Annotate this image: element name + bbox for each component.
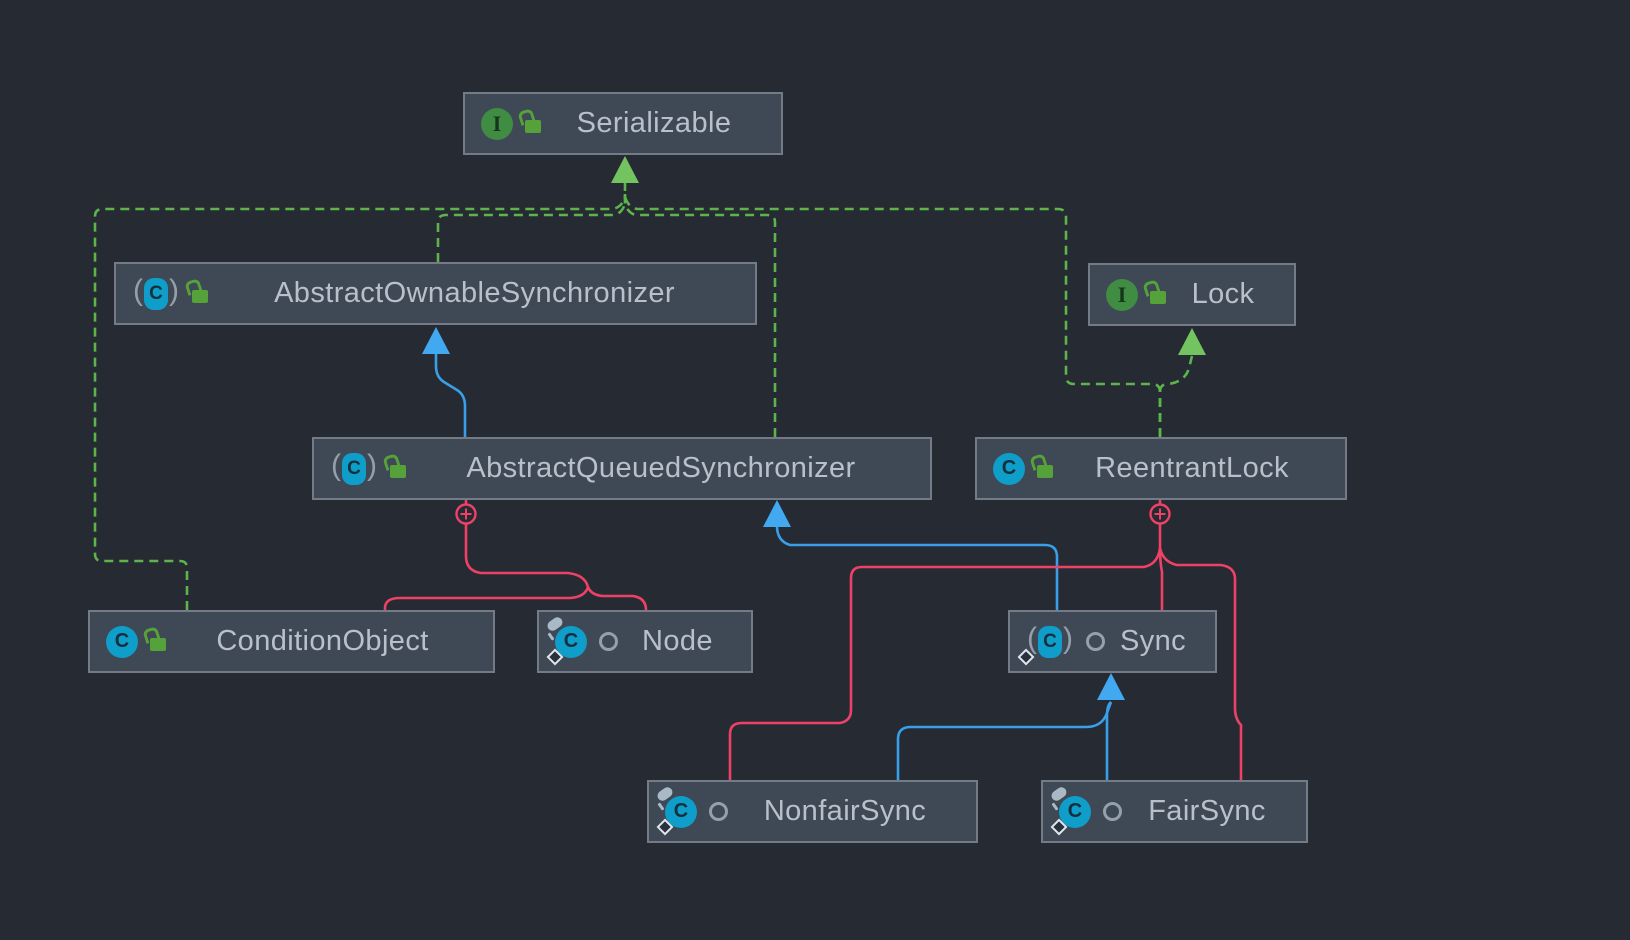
extends-arrowhead-abstractqueuedsynchronizer (763, 500, 791, 527)
implements-arrowhead-serializable (611, 156, 639, 183)
node-label: ReentrantLock (1095, 452, 1289, 484)
extends-arrowhead-abstractownablesynchronizer (422, 327, 450, 354)
edge-reentrantlock-implements-serializable[interactable] (623, 194, 1162, 437)
edge-nonfairsync-extends-sync[interactable] (896, 701, 1113, 780)
edge-reentrantlock-implements-lock[interactable] (1158, 355, 1194, 437)
node-sync[interactable]: ( C ) Sync (1008, 610, 1217, 673)
interface-icon: I (481, 107, 513, 140)
node-label: Lock (1191, 278, 1255, 310)
edge-aqs-innerclass-trunk[interactable] (464, 524, 590, 588)
package-local-visibility-icon (709, 802, 728, 821)
edge-conditionobject-implements-serializable[interactable] (93, 194, 627, 610)
edge-reentrantlock-innerclass-sync[interactable] (1158, 524, 1164, 610)
extends-arrowhead-sync (1097, 673, 1125, 700)
abstract-class-icon: ( C ) (132, 275, 180, 310)
edge-reentrantlock-innerclass-fairsync[interactable] (1158, 547, 1243, 780)
abstract-class-icon: ( C ) (1017, 623, 1074, 665)
public-visibility-icon (390, 464, 406, 478)
interface-icon: I (1106, 278, 1138, 311)
edge-aqs-innerclass-conditionobject[interactable] (383, 586, 590, 610)
node-label: Sync (1119, 625, 1187, 657)
node-abstract-ownable-synchronizer[interactable]: ( C ) AbstractOwnableSynchronizer (114, 262, 757, 325)
public-visibility-icon (1037, 464, 1053, 478)
inner-class-anchor-aqs[interactable] (455, 503, 477, 525)
node-abstract-queued-synchronizer[interactable]: ( C ) AbstractQueuedSynchronizer (312, 437, 932, 500)
node-lock[interactable]: I Lock (1088, 263, 1296, 326)
node-label: ConditionObject (216, 625, 429, 657)
public-visibility-icon (192, 289, 208, 303)
package-local-visibility-icon (599, 632, 618, 651)
abstract-class-icon: ( C ) (330, 450, 378, 485)
node-fair-sync[interactable]: C FairSync (1041, 780, 1308, 843)
edge-abstractownablesynchronizer-implements-serializable[interactable] (436, 195, 627, 262)
node-reentrant-lock[interactable]: C ReentrantLock (975, 437, 1347, 500)
inner-class-anchor-reentrantlock[interactable] (1149, 503, 1171, 525)
edge-fairsync-extends-sync[interactable] (1105, 700, 1112, 780)
package-local-visibility-icon (1103, 802, 1122, 821)
class-icon: C (106, 625, 138, 658)
edge-abstractqueuedsynchronizer-implements-serializable[interactable] (623, 195, 777, 437)
node-label: AbstractQueuedSynchronizer (466, 452, 856, 484)
edge-abstractqueuedsynchronizer-extends-abstractownablesynchronizer[interactable] (434, 353, 467, 437)
node-node[interactable]: C Node (537, 610, 753, 673)
node-label: NonfairSync (763, 795, 927, 827)
public-visibility-icon (150, 637, 166, 651)
edge-reentrantlock-innerclass-nonfairsync[interactable] (728, 547, 1162, 780)
edge-sync-extends-abstractqueuedsynchronizer[interactable] (775, 525, 1059, 610)
node-label: Serializable (576, 107, 732, 139)
class-icon: C (655, 784, 697, 835)
public-visibility-icon (525, 119, 541, 133)
class-icon: C (993, 452, 1025, 485)
public-visibility-icon (1150, 290, 1166, 304)
implements-arrowhead-lock (1178, 328, 1206, 355)
edge-aqs-innerclass-node[interactable] (586, 586, 648, 611)
class-icon: C (545, 614, 587, 665)
package-local-visibility-icon (1086, 632, 1105, 651)
class-icon: C (1049, 784, 1091, 835)
node-serializable[interactable]: I Serializable (463, 92, 783, 155)
node-nonfair-sync[interactable]: C NonfairSync (647, 780, 978, 843)
node-label: Node (642, 625, 713, 657)
node-condition-object[interactable]: C ConditionObject (88, 610, 495, 673)
node-label: FairSync (1148, 795, 1266, 827)
node-label: AbstractOwnableSynchronizer (274, 277, 675, 309)
